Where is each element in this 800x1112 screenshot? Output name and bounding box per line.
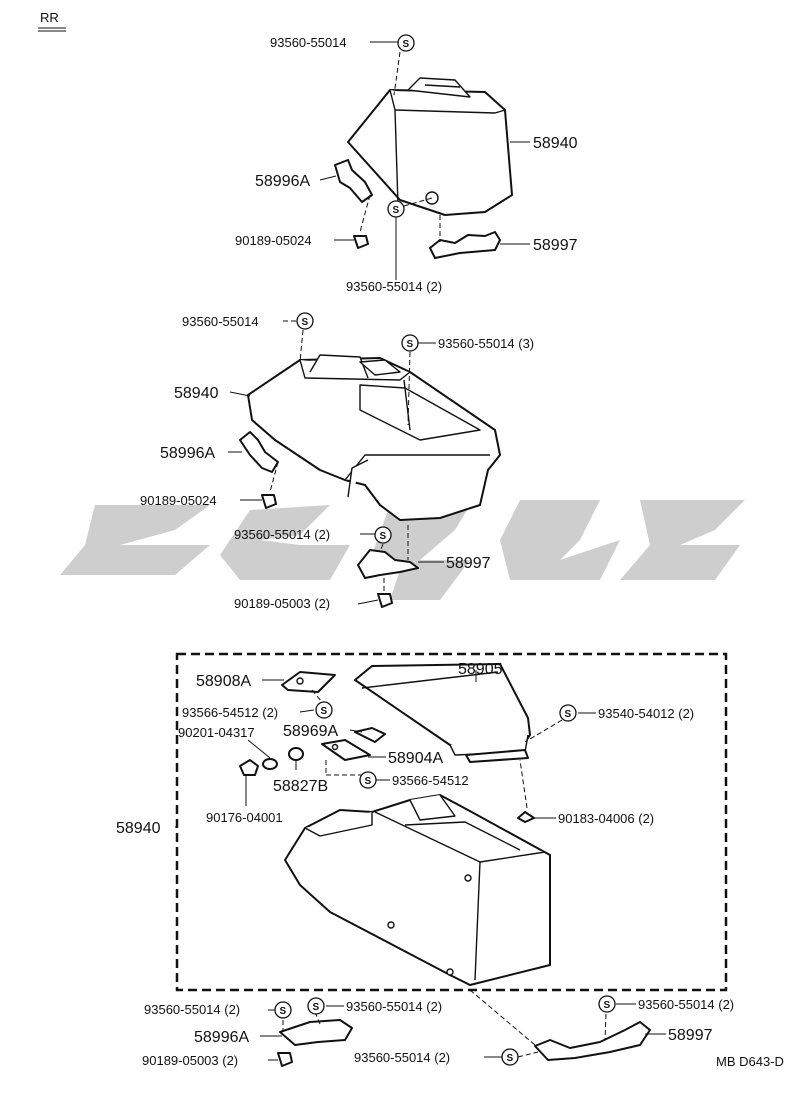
part-label: 93560-55014	[182, 314, 259, 329]
bracket-58997-middle	[357, 549, 419, 579]
bracket-58997-upper	[429, 231, 501, 259]
svg-text:S: S	[302, 317, 309, 328]
bumper-58827b	[288, 747, 304, 761]
symbol-s-01: S	[397, 34, 415, 52]
clip-90183-04006	[517, 811, 535, 823]
symbol-s-08: S	[359, 771, 377, 789]
watermark-logo	[60, 500, 745, 600]
bracket-58996a-upper	[334, 159, 373, 203]
svg-text:S: S	[280, 1006, 287, 1017]
part-label: 58969A	[283, 723, 338, 740]
part-label: 93540-54012 (2)	[598, 706, 694, 721]
part-label: 58997	[446, 555, 491, 572]
part-label: 93566-54512 (2)	[182, 705, 278, 720]
svg-text:S: S	[565, 709, 572, 720]
clip-90189-05024-upper	[353, 235, 369, 249]
clip-90189-05024-middle	[261, 494, 277, 509]
symbol-s-07: S	[559, 704, 577, 722]
part-label: 58908A	[196, 673, 251, 690]
svg-text:S: S	[407, 339, 414, 350]
part-label: 93560-55014 (3)	[438, 336, 534, 351]
symbol-s-12: S	[501, 1048, 519, 1066]
part-label: 58997	[668, 1027, 713, 1044]
diagram-code: MB D643-D	[716, 1054, 784, 1069]
symbol-s-06: S	[315, 701, 333, 719]
svg-text:S: S	[313, 1002, 320, 1013]
lid-58905	[354, 663, 531, 756]
latch-58969a	[354, 727, 386, 743]
part-label: 90189-05024	[235, 233, 312, 248]
part-label: 93560-55014 (2)	[638, 997, 734, 1012]
svg-text:S: S	[604, 1000, 611, 1011]
part-label: 93560-55014 (2)	[346, 279, 442, 294]
part-label: 58904A	[388, 750, 443, 767]
part-label: 90189-05003 (2)	[142, 1053, 238, 1068]
symbol-s-05: S	[374, 526, 392, 544]
part-label: 58827B	[273, 778, 328, 795]
svg-text:S: S	[393, 205, 400, 216]
hinge-58904a	[321, 739, 371, 761]
clip-90176-04001	[239, 759, 259, 776]
clip-90189-05003-lower	[277, 1052, 293, 1067]
hinge-lid-right	[465, 749, 529, 763]
clip-90189-05003-middle	[377, 593, 393, 608]
part-label: 58996A	[160, 445, 215, 462]
console-upper	[347, 77, 513, 216]
symbol-s-04: S	[401, 334, 419, 352]
part-label: 93560-55014 (2)	[354, 1050, 450, 1065]
symbol-s-09: S	[274, 1001, 292, 1019]
symbol-s-11: S	[598, 995, 616, 1013]
part-label: 58940	[174, 385, 219, 402]
part-label: 90201-04317	[178, 725, 255, 740]
hinge-58908a	[281, 671, 336, 693]
part-label: 93560-55014 (2)	[346, 999, 442, 1014]
part-label: 58996A	[255, 173, 310, 190]
part-label: 90183-04006 (2)	[558, 811, 654, 826]
part-label: 90189-05003 (2)	[234, 596, 330, 611]
part-label: 58905	[458, 661, 503, 678]
svg-text:S: S	[321, 706, 328, 717]
svg-text:S: S	[507, 1053, 514, 1064]
symbol-s-03: S	[296, 312, 314, 330]
part-label: 58940	[533, 135, 578, 152]
part-label: 93560-55014 (2)	[144, 1002, 240, 1017]
console-lower	[284, 794, 551, 986]
part-label: 93560-55014 (2)	[234, 527, 330, 542]
bracket-58997-lower	[534, 1021, 651, 1061]
svg-text:S: S	[365, 776, 372, 787]
symbol-s-10: S	[307, 997, 325, 1015]
part-label: 93560-55014	[270, 35, 347, 50]
symbol-s-02: S	[387, 200, 405, 218]
part-label: 58996A	[194, 1029, 249, 1046]
part-label: 90189-05024	[140, 493, 217, 508]
svg-text:S: S	[403, 39, 410, 50]
part-label: 93566-54512	[392, 773, 469, 788]
part-label: 58997	[533, 237, 578, 254]
svg-text:S: S	[380, 531, 387, 542]
part-label: 58940	[116, 820, 161, 837]
bracket-58996a-lower	[279, 1019, 353, 1046]
part-label: 90176-04001	[206, 810, 283, 825]
washer-90201-04317	[262, 758, 278, 770]
section-code: RR	[40, 10, 59, 25]
assembly-frame	[175, 652, 728, 992]
console-middle	[247, 354, 501, 521]
